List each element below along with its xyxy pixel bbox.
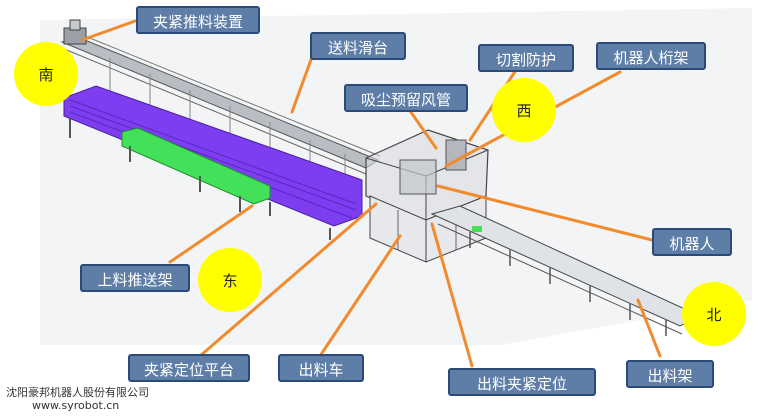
label-clamp-platform: 夹紧定位平台 (128, 354, 250, 382)
compass-east: 东 (198, 248, 262, 312)
footer-website: www.syrobot.cn (32, 399, 120, 412)
footer-company: 沈阳豪邦机器人股份有限公司 (6, 386, 149, 399)
label-robot: 机器人 (652, 228, 732, 256)
label-dust-pipe: 吸尘预留风管 (344, 84, 468, 112)
label-loading-pusher: 上料推送架 (80, 264, 190, 292)
compass-north: 北 (682, 282, 746, 346)
label-robot-gantry: 机器人桁架 (596, 42, 706, 70)
cutting-enclosure (365, 129, 489, 263)
label-output-rack: 出料架 (626, 360, 714, 388)
green-loading-bar (121, 127, 271, 205)
compass-west: 西 (492, 78, 556, 142)
compass-south: 南 (14, 42, 78, 106)
label-clamp-pusher: 夹紧推料装置 (136, 6, 260, 34)
label-feed-slide: 送料滑台 (310, 32, 406, 60)
platform-legs (69, 118, 331, 240)
label-output-cart: 出料车 (278, 354, 364, 382)
label-output-clamp: 出料夹紧定位 (448, 368, 596, 396)
label-cutting-guard: 切割防护 (478, 44, 574, 72)
